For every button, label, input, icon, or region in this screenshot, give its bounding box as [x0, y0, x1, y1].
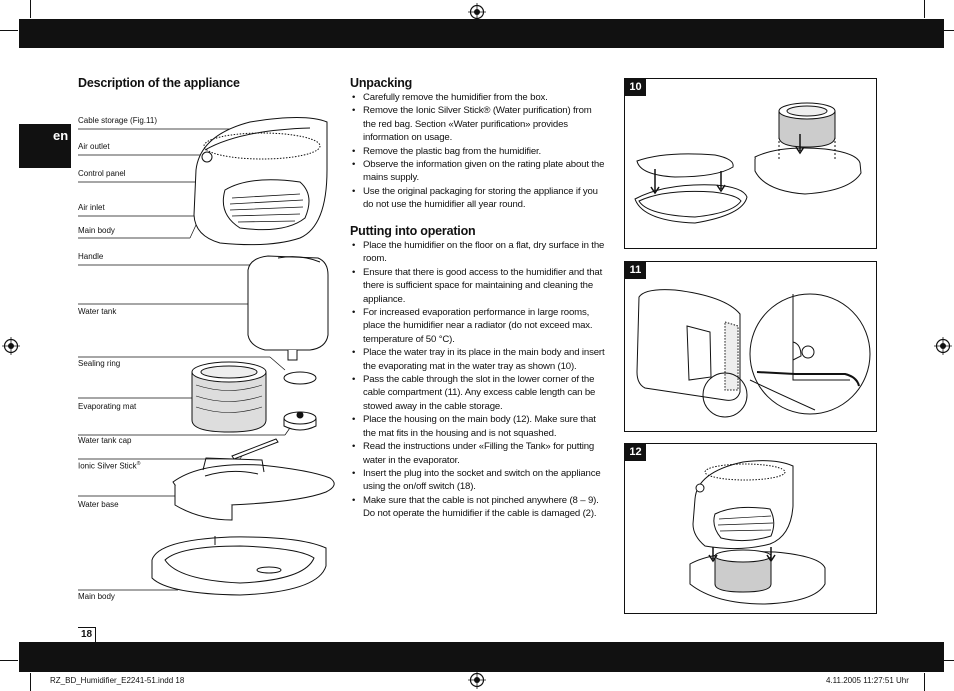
- figure-10: 10: [624, 78, 877, 249]
- list-item: Remove the Ionic Silver Stick® (Water pu…: [350, 104, 605, 144]
- list-item: Place the humidifier on the floor on a f…: [350, 239, 605, 266]
- page-number: 18: [78, 627, 96, 642]
- label-water-tank-cap: Water tank cap: [78, 436, 132, 445]
- description-labels: Cable storage (Fig.11) Air outlet Contro…: [78, 0, 338, 640]
- list-item: Place the housing on the main body (12).…: [350, 413, 605, 440]
- list-item: Insert the plug into the socket and swit…: [350, 467, 605, 494]
- figure-number: 12: [625, 444, 646, 461]
- top-print-bar: [19, 19, 944, 48]
- registration-mark-icon: [2, 337, 20, 355]
- crop-mark: [924, 673, 925, 691]
- label-main-body-base: Main body: [78, 592, 115, 601]
- label-main-body: Main body: [78, 226, 115, 235]
- label-air-outlet: Air outlet: [78, 142, 110, 151]
- crop-mark: [924, 0, 925, 18]
- figure-12: 12: [624, 443, 877, 614]
- operation-title: Putting into operation: [350, 224, 476, 238]
- figure-number: 10: [625, 79, 646, 96]
- label-control-panel: Control panel: [78, 169, 126, 178]
- list-item: Remove the plastic bag from the humidifi…: [350, 145, 605, 159]
- crop-mark: [0, 660, 18, 661]
- list-item: Read the instructions under «Filling the…: [350, 440, 605, 467]
- registration-mark-icon: [468, 3, 486, 21]
- crop-mark: [936, 660, 954, 661]
- language-code: en: [53, 128, 69, 143]
- label-cable-storage: Cable storage (Fig.11): [78, 116, 157, 125]
- list-item: Make sure that the cable is not pinched …: [350, 494, 605, 521]
- registration-mark-icon: [934, 337, 952, 355]
- crop-mark: [30, 673, 31, 691]
- label-air-inlet: Air inlet: [78, 203, 105, 212]
- list-item: Use the original packaging for storing t…: [350, 185, 605, 212]
- crop-mark: [30, 0, 31, 18]
- footer-file: RZ_BD_Humidifier_E2241-51.indd 18: [50, 676, 185, 685]
- figure-12-drawing: [689, 460, 826, 605]
- list-item: Observe the information given on the rat…: [350, 158, 605, 185]
- crop-mark: [936, 30, 954, 31]
- registration-mark-icon: [468, 671, 486, 689]
- language-tab: en: [19, 124, 71, 168]
- list-item: Place the water tray in its place in the…: [350, 346, 605, 373]
- unpacking-title: Unpacking: [350, 76, 413, 90]
- label-water-base: Water base: [78, 500, 119, 509]
- list-item: Carefully remove the humidifier from the…: [350, 91, 605, 105]
- figure-11: 11: [624, 261, 877, 432]
- figure-number: 11: [625, 262, 646, 279]
- description-title: Description of the appliance: [78, 76, 240, 90]
- label-ionic-silver-stick: Ionic Silver Stick®: [78, 461, 141, 471]
- label-handle: Handle: [78, 252, 104, 261]
- list-item: Ensure that there is good access to the …: [350, 266, 605, 306]
- label-sealing-ring: Sealing ring: [78, 359, 121, 368]
- bottom-print-bar: [19, 642, 944, 672]
- footer-timestamp: 4.11.2005 11:27:51 Uhr: [826, 676, 909, 685]
- figure-10-drawing: [634, 102, 862, 224]
- list-item: For increased evaporation performance in…: [350, 306, 605, 346]
- list-item: Pass the cable through the slot in the l…: [350, 373, 605, 413]
- operation-list: Place the humidifier on the floor on a f…: [350, 239, 605, 521]
- unpacking-list: Carefully remove the humidifier from the…: [350, 91, 605, 212]
- label-evaporating-mat: Evaporating mat: [78, 402, 137, 411]
- crop-mark: [0, 30, 18, 31]
- label-water-tank: Water tank: [78, 307, 117, 316]
- figure-11-drawing: [636, 289, 871, 418]
